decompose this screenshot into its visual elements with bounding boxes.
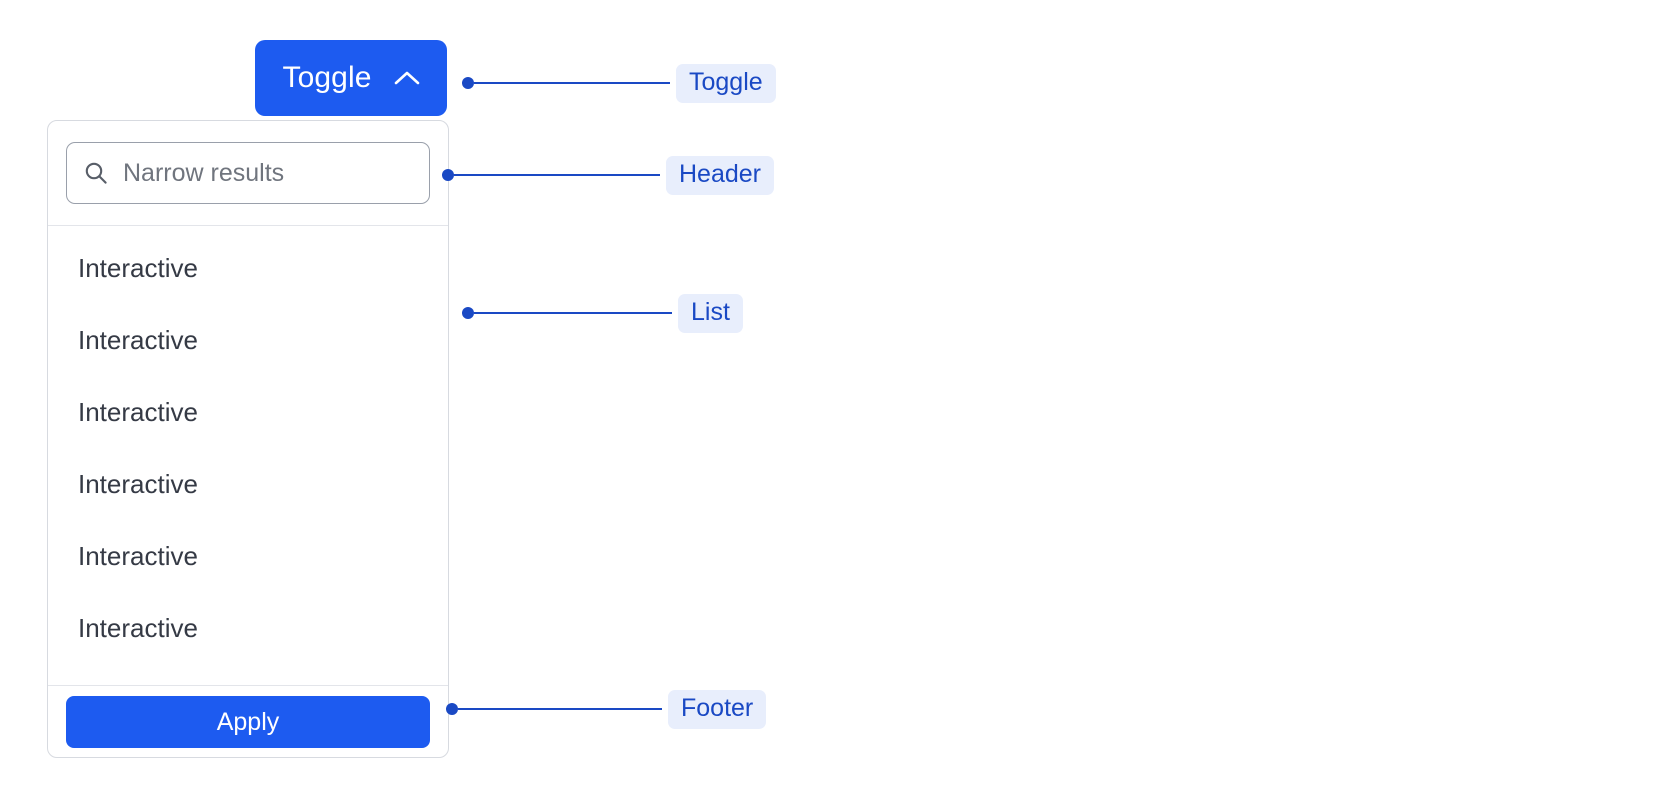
annotation-label: Toggle	[676, 63, 776, 103]
list-item-label: Interactive	[78, 396, 198, 427]
toggle-button-label: Toggle	[282, 61, 372, 94]
list-item-label: Interactive	[78, 324, 198, 355]
annotation-leader-line	[474, 82, 670, 84]
annotation-label: Footer	[668, 689, 767, 729]
chevron-up-icon	[394, 70, 420, 86]
search-field[interactable]	[66, 142, 430, 204]
annotation-header: Header	[442, 155, 774, 195]
annotation-dot-icon	[462, 77, 474, 89]
dropdown-panel: Interactive Interactive Interactive Inte…	[47, 120, 449, 758]
annotation-dot-icon	[462, 307, 474, 319]
list-item-label: Interactive	[78, 612, 198, 643]
list-item-label: Interactive	[78, 252, 198, 283]
annotation-label: List	[678, 293, 743, 333]
dropdown-header	[48, 121, 448, 226]
list-item[interactable]: Interactive	[48, 304, 448, 376]
list-item[interactable]: Interactive	[48, 448, 448, 520]
apply-button[interactable]: Apply	[66, 696, 430, 748]
annotation-dot-icon	[446, 703, 458, 715]
annotation-leader-line	[474, 312, 672, 314]
list-item-label: Interactive	[78, 540, 198, 571]
list-item[interactable]: Interactive	[48, 376, 448, 448]
dropdown-list: Interactive Interactive Interactive Inte…	[48, 226, 448, 685]
annotation-leader-line	[454, 174, 660, 176]
annotation-footer: Footer	[446, 689, 767, 729]
toggle-button[interactable]: Toggle	[255, 40, 447, 116]
list-item[interactable]: Interactive	[48, 520, 448, 592]
dropdown-footer: Apply	[48, 685, 448, 757]
annotation-list: List	[462, 293, 743, 333]
annotation-leader-line	[458, 708, 662, 710]
annotation-toggle: Toggle	[462, 63, 776, 103]
list-item[interactable]: Interactive	[48, 232, 448, 304]
annotation-dot-icon	[442, 169, 454, 181]
list-item-label: Interactive	[78, 468, 198, 499]
search-icon	[83, 160, 109, 186]
search-input[interactable]	[123, 158, 413, 188]
list-item[interactable]: Interactive	[48, 592, 448, 664]
annotation-label: Header	[666, 155, 774, 195]
